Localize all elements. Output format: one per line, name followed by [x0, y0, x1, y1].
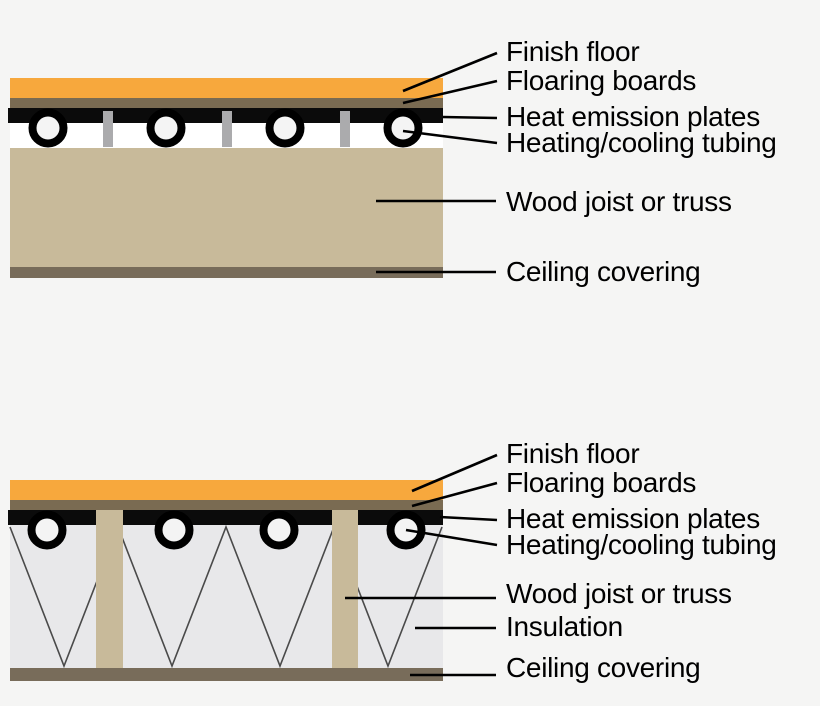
- bottom-tubing-circle: [27, 510, 67, 550]
- bottom-wood-joist: [332, 510, 358, 668]
- bottom-label-floaring-boards: Floaring boards: [506, 467, 697, 498]
- bottom-heat-emission-plate-layer: [8, 510, 443, 525]
- top-leader-floaring-boards: [402, 79, 498, 105]
- top-leader-heat-emission-plates: [442, 115, 498, 120]
- bottom-insulation-area: [10, 510, 443, 668]
- bottom-label-insulation: Insulation: [506, 611, 623, 642]
- bottom-label-ceiling-covering: Ceiling covering: [506, 652, 701, 683]
- bottom-label-finish-floor: Finish floor: [506, 438, 640, 469]
- top-label-wood-joist-or-truss: Wood joist or truss: [506, 186, 732, 217]
- bottom-label-wood-joist-or-truss: Wood joist or truss: [506, 578, 732, 609]
- top-tubing-circle: [383, 108, 423, 148]
- top-tubing-circle: [265, 108, 305, 148]
- bottom-leader-finish-floor: [411, 453, 498, 493]
- top-flooring-boards-layer: [10, 98, 443, 108]
- top-leader-heating-cooling-tubing: [402, 129, 498, 145]
- top-ceiling-layer: [10, 267, 443, 278]
- top-leader-finish-floor: [402, 51, 498, 93]
- bottom-leader-heat-emission-plates: [439, 515, 498, 522]
- bottom-tubing-circle: [259, 510, 299, 550]
- bottom-insulation-zigzag: [9, 524, 443, 669]
- bottom-leader-lines: [345, 453, 498, 677]
- top-label-finish-floor: Finish floor: [506, 36, 640, 67]
- top-wood-joist-block: [10, 148, 443, 267]
- top-tubing-circle: [28, 108, 68, 148]
- top-finish-floor-layer: [10, 78, 443, 98]
- bottom-leader-floaring-boards: [411, 481, 498, 508]
- bottom-diagram: [8, 453, 498, 681]
- bottom-wood-joist: [96, 510, 123, 668]
- top-label-ceiling-covering: Ceiling covering: [506, 256, 701, 287]
- bottom-flooring-boards-layer: [10, 500, 443, 510]
- top-diagram: [8, 51, 498, 278]
- top-label-heat-emission-plates: Heat emission plates: [506, 101, 760, 132]
- top-label-heating-cooling-tubing: Heating/cooling tubing: [506, 127, 777, 158]
- bottom-label-heat-emission-plates: Heat emission plates: [506, 503, 760, 534]
- top-sleeper-bar: [103, 111, 113, 147]
- bottom-leader-heating-cooling-tubing: [405, 528, 498, 547]
- top-tubing-circle: [146, 108, 186, 148]
- top-label-floaring-boards: Floaring boards: [506, 65, 697, 96]
- top-sleeper-bar: [222, 111, 232, 147]
- bottom-label-heating-cooling-tubing: Heating/cooling tubing: [506, 529, 777, 560]
- bottom-finish-floor-layer: [10, 480, 443, 500]
- bottom-ceiling-layer: [10, 668, 443, 681]
- top-leader-lines: [376, 51, 498, 274]
- top-sleeper-bar: [340, 111, 350, 147]
- bottom-tubing-circle: [154, 510, 194, 550]
